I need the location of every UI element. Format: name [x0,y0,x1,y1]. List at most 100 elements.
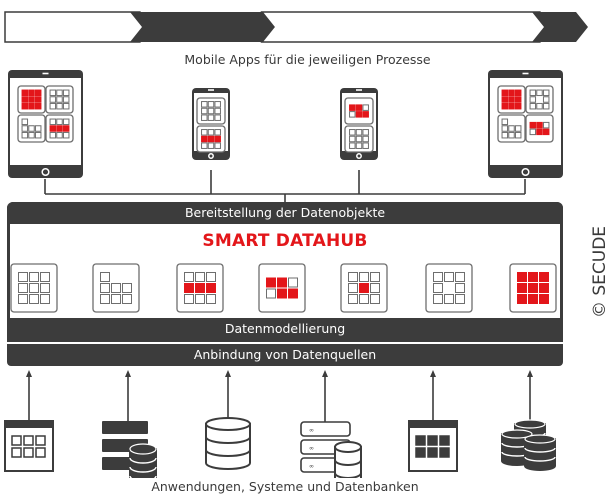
cell-filled [359,283,369,293]
svg-text:∞: ∞ [309,445,314,452]
cell-empty [184,272,194,282]
database-ring [129,457,157,464]
data-modeling-bar-label: Datenmodellierung [224,321,346,336]
cell-empty [370,283,380,293]
cell-empty [49,96,57,103]
cell-empty [100,283,110,293]
cell-filled [288,288,298,299]
cell-empty [266,288,276,299]
arrow-head-icon [125,370,131,377]
cell-empty [536,102,543,110]
cell-empty [34,131,42,139]
cell-empty [514,125,522,132]
cell-empty [201,101,208,108]
cell-empty [355,129,363,136]
cell-empty [122,283,132,293]
cell-filled [508,96,515,103]
cell-empty [542,96,550,103]
mobile-apps-caption: Mobile Apps für die jeweiligen Prozesse [184,52,431,67]
cell-empty [201,129,208,136]
database-body [524,438,556,471]
cell-filled [62,125,70,132]
device-home-button [356,153,362,159]
cell-filled [508,102,515,110]
database-ring [524,456,556,462]
cell-empty [529,102,537,110]
hub-title: SMART DATAHUB [202,231,368,251]
cell-empty [111,294,121,304]
database-ring [205,436,251,444]
device-home-button [208,153,214,159]
database-top [129,443,157,455]
arrow-head-icon [322,370,328,377]
cell-empty [100,294,110,304]
cell-empty [201,114,208,121]
cell-filled [501,89,509,97]
cell-empty [529,89,537,97]
cell-empty [214,107,221,115]
cell-filled [528,283,538,293]
device-home-button [41,167,50,177]
cell-filled [355,104,363,111]
data-modeling-bar: Datenmodellierung [7,318,563,340]
process-chevrons [4,9,588,45]
cell-empty [206,272,216,282]
cell-empty [29,272,39,282]
cell-filled [514,102,522,110]
database-top [514,419,546,429]
device-connector-lines [44,170,526,205]
cell-filled [207,135,215,143]
cell-empty [62,102,70,110]
cell-empty [28,125,35,132]
database-icon [205,417,251,470]
tablet-device-4 [488,70,563,178]
cell-filled [214,135,221,143]
cell-empty [207,142,215,149]
cell-empty [195,294,205,304]
cell-empty [348,294,358,304]
database-ring [334,459,362,466]
cell-empty [501,125,509,132]
database-top [205,417,251,431]
cell-empty [455,272,465,282]
cell-empty [349,129,356,136]
cell-filled [517,272,527,282]
cell-empty [40,283,50,293]
tablet-device-1 [8,70,83,178]
cell-filled [277,288,287,299]
database-top [501,429,533,439]
cell-filled [517,294,527,304]
cell-empty [206,294,216,304]
database-ring [205,449,251,457]
cell-empty [355,135,363,143]
cell-filled [355,111,363,118]
data-sources: ∞∞∞ [4,370,556,478]
cell-empty [288,277,298,288]
cell-empty [362,135,369,143]
cell-empty [508,125,515,132]
cell-filled [201,135,208,143]
database-ring [334,472,362,478]
cell-empty [56,102,63,110]
cell-empty [21,131,29,139]
device-speaker-icon [208,89,214,91]
cell-filled [539,272,549,282]
cell-empty [542,89,550,97]
device-home-button [521,167,530,177]
data-object-tile [258,263,306,313]
database-body [205,423,251,470]
cell-empty [355,142,363,149]
cell-empty [349,135,356,143]
sources-caption: Anwendungen, Systeme und Datenbanken [151,479,419,494]
cell-empty [348,283,358,293]
cell-empty [201,142,208,149]
cell-filled [349,104,356,111]
phone-device-2 [192,88,230,160]
data-object-tile [425,263,473,313]
cell-empty [214,129,221,136]
cell-filled [501,102,509,110]
cell-filled [21,89,29,97]
arrow-head-icon [225,370,231,377]
cell-empty [433,283,443,293]
cell-empty [29,294,39,304]
